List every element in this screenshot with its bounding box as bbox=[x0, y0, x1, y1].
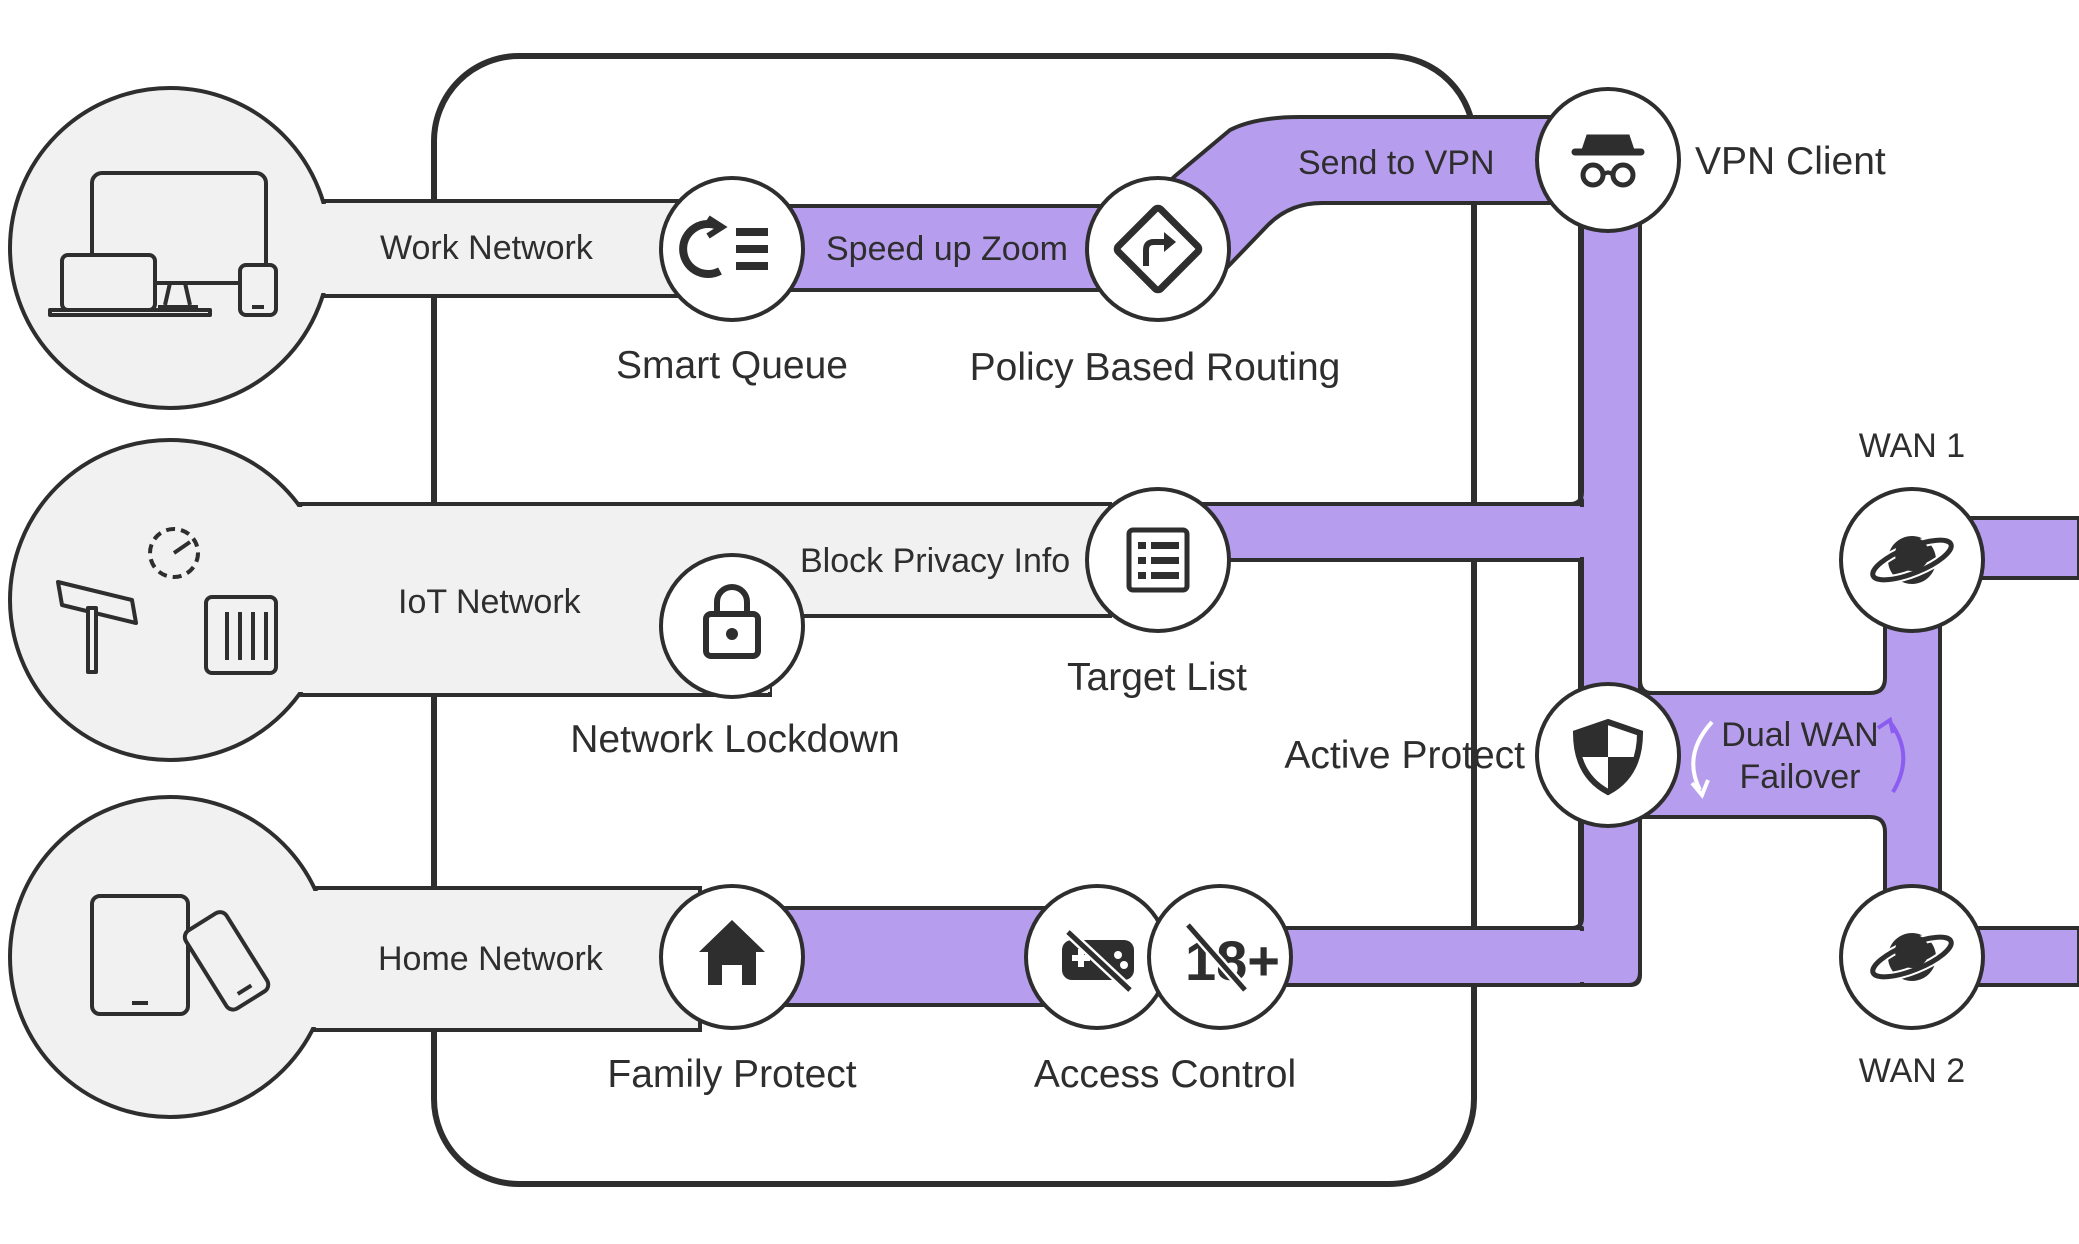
node-policy-routing[interactable] bbox=[1085, 176, 1231, 322]
node-smart-queue[interactable] bbox=[659, 176, 805, 322]
node-active-protect[interactable] bbox=[1535, 682, 1681, 828]
flow-iot-to-trunk bbox=[1188, 498, 1584, 562]
planet-icon bbox=[1868, 932, 1956, 982]
failover-arrows-icon bbox=[1690, 716, 1906, 799]
node-target-list[interactable] bbox=[1085, 487, 1231, 633]
purple-seam-covers bbox=[1560, 120, 1680, 982]
shield-icon bbox=[1572, 718, 1644, 796]
dual-wan-label-line2: Failover bbox=[1740, 758, 1861, 796]
route-sign-icon bbox=[1113, 204, 1203, 294]
wan1-label: WAN 1 bbox=[1859, 427, 1965, 465]
node-family-protect[interactable] bbox=[659, 884, 805, 1030]
dual-wan-label-line1: Dual WAN bbox=[1721, 716, 1878, 754]
smart-queue-label: Smart Queue bbox=[616, 344, 848, 387]
smart-queue-icon bbox=[679, 215, 768, 278]
no-gaming-icon bbox=[1062, 928, 1134, 994]
send-to-vpn-label: Send to VPN bbox=[1298, 144, 1495, 182]
access-control-label: Access Control bbox=[1034, 1053, 1296, 1096]
block-privacy-label: Block Privacy Info bbox=[800, 542, 1070, 580]
family-protect-label: Family Protect bbox=[607, 1053, 856, 1096]
vpn-client-label: VPN Client bbox=[1695, 140, 1886, 183]
active-protect-label: Active Protect bbox=[1284, 734, 1525, 777]
speed-up-zoom-label: Speed up Zoom bbox=[826, 230, 1068, 268]
house-icon bbox=[699, 920, 765, 985]
node-access-control-gaming[interactable] bbox=[1024, 884, 1170, 1030]
padlock-icon bbox=[703, 584, 761, 659]
work-devices-circle bbox=[8, 86, 332, 410]
computer-devices-icon bbox=[48, 171, 278, 317]
flow-home-to-trunk bbox=[1263, 926, 1584, 987]
network-lockdown-label: Network Lockdown bbox=[570, 718, 899, 761]
node-wan2[interactable] bbox=[1839, 884, 1985, 1030]
iot-network-label: IoT Network bbox=[398, 583, 582, 621]
iot-devices-icon bbox=[56, 527, 278, 675]
node-network-lockdown[interactable] bbox=[659, 553, 805, 699]
node-vpn-client[interactable] bbox=[1535, 87, 1681, 233]
home-devices-icon bbox=[90, 894, 271, 1016]
policy-routing-label: Policy Based Routing bbox=[970, 346, 1341, 389]
flow-home bbox=[768, 906, 1047, 1007]
planet-icon bbox=[1868, 535, 1956, 585]
node-access-control-age[interactable]: 18+ bbox=[1147, 884, 1293, 1030]
home-network-label: Home Network bbox=[378, 940, 604, 978]
work-network-label: Work Network bbox=[380, 229, 594, 267]
node-wan1[interactable] bbox=[1839, 487, 1985, 633]
target-list-label: Target List bbox=[1067, 656, 1247, 699]
wan2-label: WAN 2 bbox=[1859, 1052, 1965, 1090]
list-icon bbox=[1126, 527, 1190, 593]
no-adult-icon: 18+ bbox=[1184, 921, 1280, 994]
incognito-icon bbox=[1571, 134, 1645, 188]
